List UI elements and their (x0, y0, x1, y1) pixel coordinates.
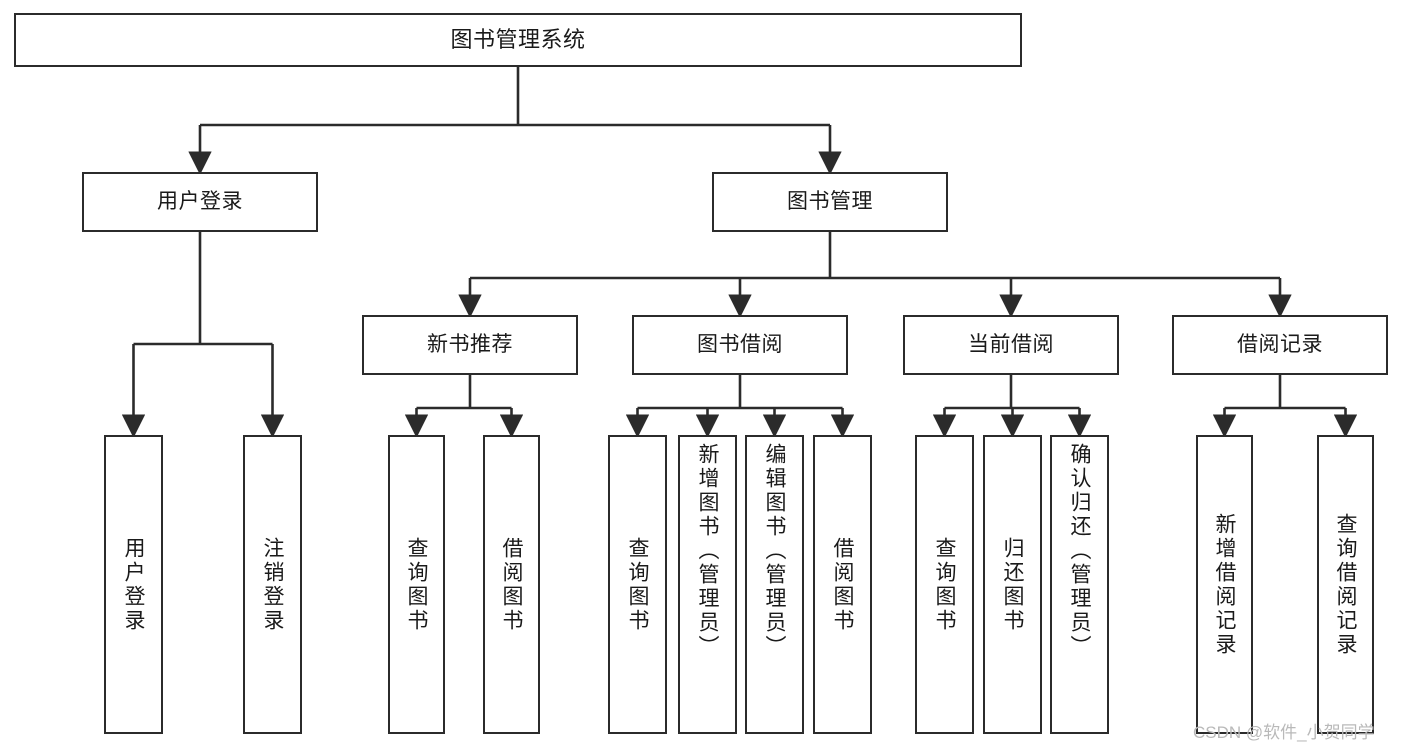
node-leaf-query-book-current[interactable]: 查询图书 (915, 435, 974, 734)
node-leaf-confirm-return-admin[interactable]: 确认归还（管理员） (1050, 435, 1109, 734)
node-user-login[interactable]: 用户登录 (82, 172, 318, 232)
node-leaf-logout[interactable]: 注销登录 (243, 435, 302, 734)
node-leaf-query-book-new[interactable]: 查询图书 (388, 435, 445, 734)
node-label: 编辑图书（管理员） (763, 443, 786, 659)
node-label: 用户登录 (122, 536, 145, 633)
node-book-management[interactable]: 图书管理 (712, 172, 948, 232)
node-label: 借阅图书 (831, 536, 854, 633)
node-new-book-recommend[interactable]: 新书推荐 (362, 315, 578, 375)
node-label: 当前借阅 (968, 332, 1054, 356)
node-label: 图书管理 (787, 189, 873, 213)
node-leaf-query-book-borrow[interactable]: 查询图书 (608, 435, 667, 734)
node-leaf-add-borrow-record[interactable]: 新增借阅记录 (1196, 435, 1253, 734)
node-current-borrow[interactable]: 当前借阅 (903, 315, 1119, 375)
node-leaf-return-book[interactable]: 归还图书 (983, 435, 1042, 734)
node-label: 图书管理系统 (450, 27, 586, 53)
node-leaf-add-book-admin[interactable]: 新增图书（管理员） (678, 435, 737, 734)
node-label: 查询借阅记录 (1334, 512, 1357, 657)
node-label: 归还图书 (1001, 536, 1024, 633)
node-label: 新书推荐 (427, 332, 513, 356)
node-leaf-user-login[interactable]: 用户登录 (104, 435, 163, 734)
csdn-watermark: CSDN @软件_小贺同学 (1193, 723, 1375, 742)
node-label: 注销登录 (261, 536, 284, 633)
node-label: 新增图书（管理员） (696, 443, 719, 659)
node-leaf-query-borrow-record[interactable]: 查询借阅记录 (1317, 435, 1374, 734)
node-label: 图书借阅 (697, 332, 783, 356)
node-borrow-record[interactable]: 借阅记录 (1172, 315, 1388, 375)
node-label: 查询图书 (405, 536, 428, 633)
node-label: 借阅图书 (500, 536, 523, 633)
node-label: 用户登录 (157, 189, 243, 213)
node-label: 新增借阅记录 (1213, 512, 1236, 657)
node-label: 查询图书 (626, 536, 649, 633)
node-book-borrow[interactable]: 图书借阅 (632, 315, 848, 375)
node-root[interactable]: 图书管理系统 (14, 13, 1022, 67)
node-leaf-borrow-book[interactable]: 借阅图书 (813, 435, 872, 734)
node-label: 借阅记录 (1237, 332, 1323, 356)
node-leaf-borrow-book-new[interactable]: 借阅图书 (483, 435, 540, 734)
node-label: 查询图书 (933, 536, 956, 633)
node-leaf-edit-book-admin[interactable]: 编辑图书（管理员） (745, 435, 804, 734)
node-label: 确认归还（管理员） (1068, 443, 1091, 659)
